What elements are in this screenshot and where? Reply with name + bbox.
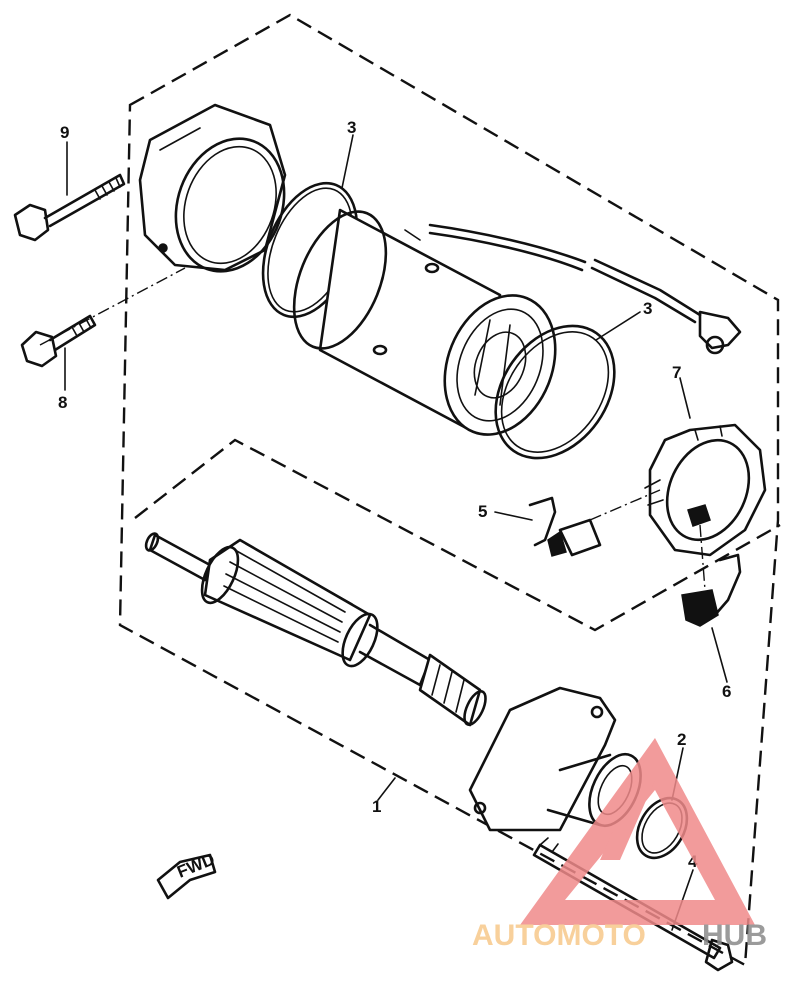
brush-5 — [528, 496, 602, 557]
callout-3-upper: 3 — [347, 118, 356, 137]
callout-8: 8 — [58, 393, 67, 412]
armature — [144, 532, 487, 727]
watermark-brand-left: AUTOMOTO — [472, 919, 646, 952]
callout-1: 1 — [372, 797, 381, 816]
callout-6: 6 — [722, 682, 731, 701]
bolt-8 — [20, 314, 97, 368]
armature-group-boundary — [134, 438, 781, 632]
lead-wire — [428, 223, 742, 355]
callout-4: 4 — [688, 852, 698, 871]
o-ring-3-lower — [494, 324, 616, 460]
brush-holder-6 — [681, 553, 742, 627]
callout-7: 7 — [672, 363, 681, 382]
rear-cover — [468, 686, 642, 832]
callout-5: 5 — [478, 502, 487, 521]
watermark-brand-right: HUB — [702, 919, 767, 952]
alignment-line-holder — [699, 524, 706, 591]
assembly-boundary — [118, 13, 780, 967]
direction-marker: FWD — [156, 850, 217, 900]
watermark-triangle-icon — [520, 738, 755, 925]
callout-3-lower: 3 — [643, 299, 652, 318]
callout-2: 2 — [677, 730, 686, 749]
bolt-9 — [13, 173, 126, 242]
brush-plate-7 — [644, 423, 767, 557]
alignment-line-brush — [589, 489, 661, 521]
front-cover — [138, 103, 287, 273]
motor-yoke — [292, 208, 557, 436]
watermark: AUTOMOTO HUB — [472, 738, 767, 952]
callout-9: 9 — [60, 123, 69, 142]
